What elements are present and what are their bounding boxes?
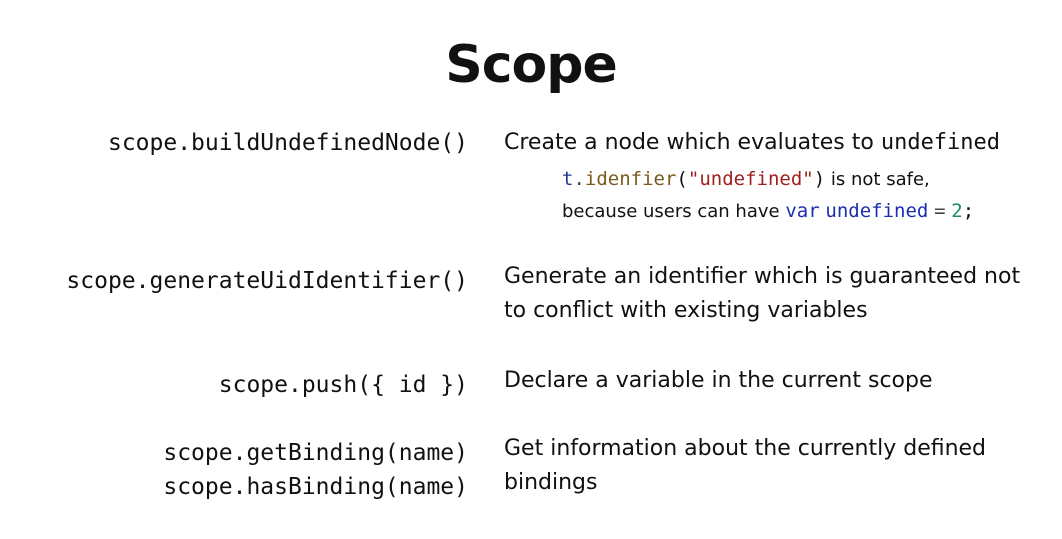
code-token-keyword: var: [785, 200, 820, 222]
api-description: Create a node which evaluates to undefin…: [504, 126, 1056, 160]
api-signature: scope.getBinding(name) scope.hasBinding(…: [163, 436, 468, 504]
description-line: to conflict with existing variables: [504, 298, 868, 323]
description-line: Generate an identifier which is guarante…: [504, 264, 1021, 289]
api-name: scope.push({ id }): [218, 372, 468, 398]
api-description: Get information about the currently defi…: [504, 432, 1056, 500]
code-token-dot: .: [573, 168, 585, 190]
description-text: Create a node which evaluates to: [504, 130, 881, 155]
api-signature: scope.buildUndefinedNode(): [108, 126, 468, 160]
note-text: is not safe,: [825, 169, 930, 190]
api-description: Declare a variable in the current scope: [504, 364, 1056, 398]
api-name: scope.getBinding(name): [163, 440, 468, 466]
code-token-paren-close: ): [813, 168, 826, 190]
code-token-identifier: undefined: [825, 200, 929, 222]
slide-title: Scope: [445, 35, 618, 95]
description-line: Get information about the currently defi…: [504, 436, 987, 461]
code-token-equals: =: [934, 200, 946, 222]
api-signature: scope.generateUidIdentifier(): [66, 264, 468, 298]
code-note-line-2: because users can have var undefined = 2…: [562, 196, 974, 227]
inline-code: undefined: [880, 130, 1001, 155]
code-token-function: idenfier: [584, 168, 677, 190]
code-token-number: 2: [951, 200, 963, 222]
code-token-semicolon: ;: [962, 200, 975, 222]
code-token-paren-open: (: [676, 168, 688, 190]
api-signature: scope.push({ id }): [219, 368, 468, 402]
description-line: Declare a variable in the current scope: [504, 368, 933, 393]
api-description: Generate an identifier which is guarante…: [504, 260, 1056, 328]
code-token-object: t: [562, 168, 574, 190]
description-line: bindings: [504, 470, 598, 495]
code-token-string: "undefined": [687, 168, 814, 190]
note-text: because users can have: [562, 201, 786, 222]
api-name: scope.generateUidIdentifier(): [66, 268, 468, 294]
api-name: scope.buildUndefinedNode(): [107, 130, 468, 156]
code-note-line-1: t.idenfier("undefined") is not safe,: [562, 164, 930, 195]
api-name: scope.hasBinding(name): [163, 474, 468, 500]
